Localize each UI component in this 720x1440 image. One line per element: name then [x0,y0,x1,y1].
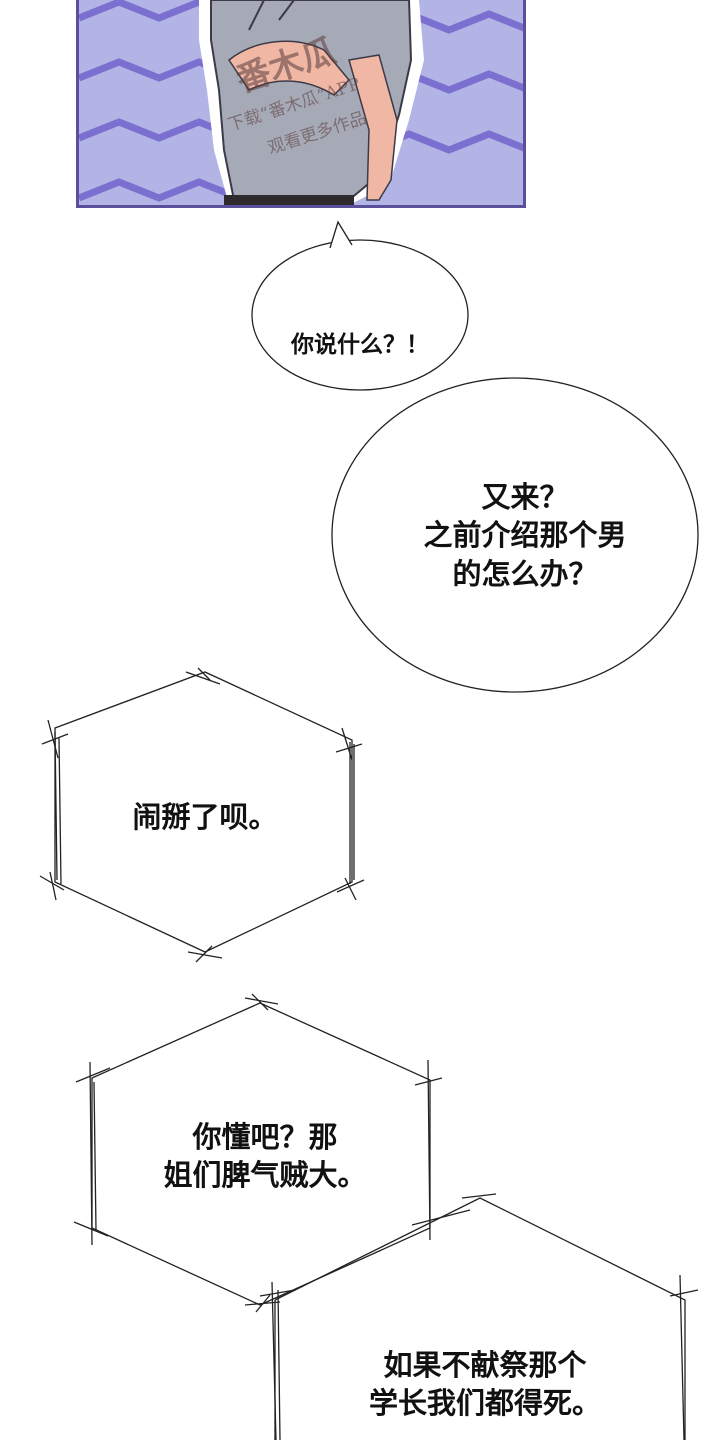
speech-bubble-small-text: 你说什么？！ [291,332,429,358]
hexagon-2-text: 你懂吧？那 姐们脾气贼大。 [163,1120,367,1193]
hexagon-box-1 [39,667,365,963]
speech-bubble-large-text: 又来？ 之前介绍那个男 的怎么办？ [423,480,627,591]
character-figure [199,0,424,205]
hexagon-3-text: 如果不献祭那个 学长我们都得死。 [368,1348,601,1421]
panel-artwork [79,0,523,205]
comic-panel: 番木瓜 下载“番木瓜”APP 观看更多作品 [76,0,526,208]
speech-bubble-large-shape [331,377,699,693]
hexagon-box-3 [259,1193,699,1440]
hexagon-1-text: 闹掰了呗。 [132,800,278,834]
hexagon-box-2 [73,993,443,1313]
speech-bubble-small-shape [251,220,469,391]
